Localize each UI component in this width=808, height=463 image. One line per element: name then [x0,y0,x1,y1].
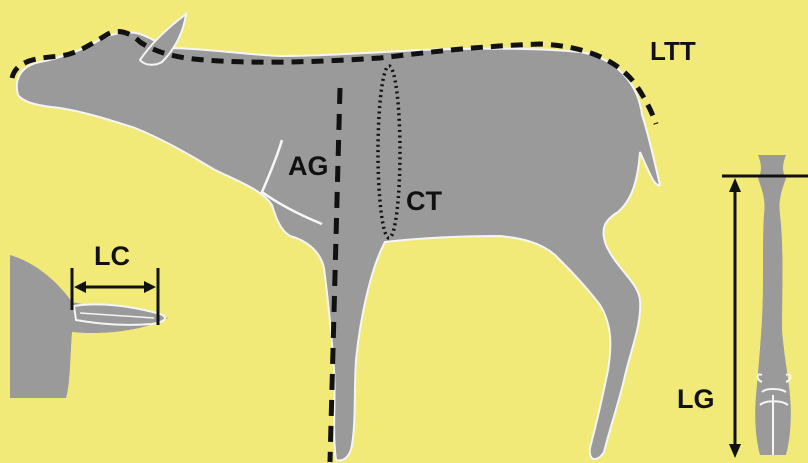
label-lc: LC [94,241,130,271]
label-lg: LG [677,384,715,414]
label-ltt: LTT [650,36,696,66]
label-ct: CT [406,186,442,216]
label-ag: AG [288,151,329,181]
